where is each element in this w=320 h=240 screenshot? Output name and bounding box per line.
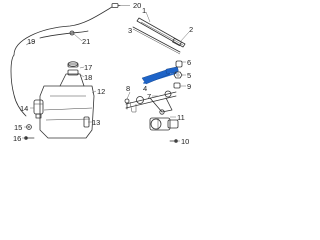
callout-4: 4 bbox=[143, 84, 147, 93]
callout-7: 7 bbox=[147, 92, 151, 101]
callout-12: 12 bbox=[97, 87, 105, 96]
callout-3: 3 bbox=[128, 26, 132, 35]
wiper-arm bbox=[141, 66, 179, 85]
callout-1: 1 bbox=[142, 6, 146, 15]
callout-20: 20 bbox=[133, 1, 141, 10]
wiper-blade bbox=[136, 17, 186, 48]
callout-21: 21 bbox=[82, 37, 90, 46]
callout-15: 15 bbox=[14, 123, 22, 132]
callout-13: 13 bbox=[92, 118, 100, 127]
filler-cap bbox=[67, 61, 79, 68]
callout-16: 16 bbox=[13, 134, 21, 143]
washer-hose bbox=[10, 6, 113, 117]
callout-18: 18 bbox=[84, 73, 92, 82]
callout-14: 14 bbox=[20, 104, 28, 113]
pivot-nut bbox=[173, 71, 183, 79]
wiper-motor bbox=[149, 117, 179, 131]
callout-6: 6 bbox=[187, 58, 191, 67]
washer-nozzle bbox=[111, 3, 121, 8]
callout-17: 17 bbox=[84, 63, 92, 72]
hose-clip bbox=[69, 30, 75, 36]
callout-10: 10 bbox=[181, 137, 189, 146]
callout-2: 2 bbox=[189, 25, 193, 34]
callout-5: 5 bbox=[187, 71, 191, 80]
callout-8: 8 bbox=[126, 84, 130, 93]
callout-9: 9 bbox=[187, 82, 191, 91]
blade-refill bbox=[132, 26, 181, 55]
washer-reservoir bbox=[39, 73, 95, 139]
callout-19: 19 bbox=[27, 37, 35, 46]
arm-cap bbox=[175, 60, 183, 68]
wiper-linkage bbox=[125, 90, 177, 115]
leader-lines bbox=[22, 5, 190, 142]
washer-pump bbox=[33, 99, 44, 119]
wiper-washer-parts-diagram: 20 21 19 1 2 3 6 5 4 9 8 7 11 10 12 13 1… bbox=[10, 1, 193, 146]
callout-11: 11 bbox=[177, 113, 185, 122]
pivot-cap bbox=[173, 82, 181, 89]
filler-neck bbox=[67, 69, 79, 76]
